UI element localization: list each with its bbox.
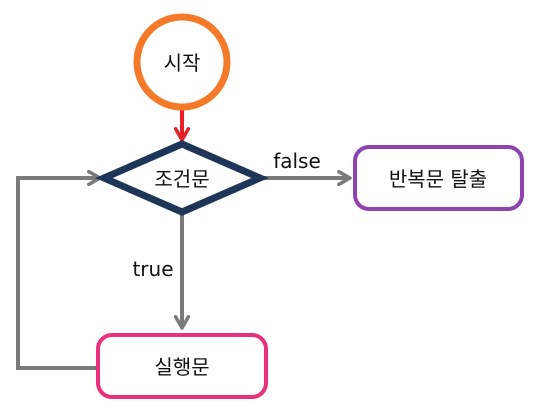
condition-node: 조건문 xyxy=(95,140,269,216)
exit-label: 반복문 탈출 xyxy=(389,167,487,191)
false-edge-label: false xyxy=(273,149,321,173)
condition-diamond xyxy=(95,140,269,216)
start-node: 시작 xyxy=(133,13,231,111)
start-label: 시작 xyxy=(164,51,201,75)
exit-node: 반복문 탈출 xyxy=(353,145,524,211)
execute-box xyxy=(96,333,268,399)
exit-box xyxy=(353,145,524,211)
execute-node: 실행문 xyxy=(96,333,268,399)
start-circle xyxy=(133,13,231,111)
condition-label: 조건문 xyxy=(154,167,209,191)
true-edge-label: true xyxy=(132,257,173,281)
edge-execute-loop-back xyxy=(16,178,100,370)
execute-label: 실행문 xyxy=(154,355,209,379)
